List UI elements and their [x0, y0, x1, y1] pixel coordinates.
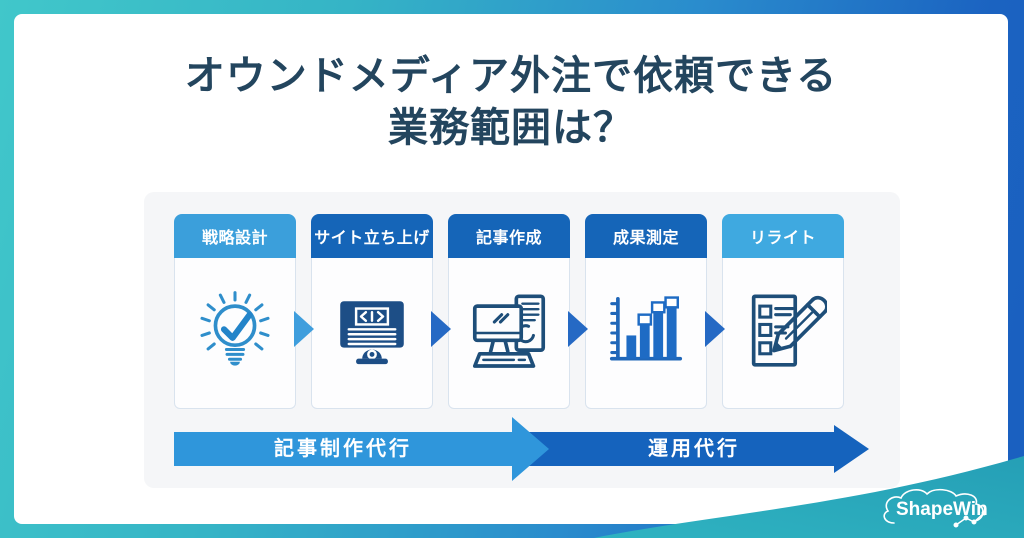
- step-article-creation-label: 記事作成: [475, 230, 542, 247]
- step-strategy: 戦略設計: [174, 214, 296, 409]
- step-results-measurement-label: 成果測定: [612, 230, 679, 247]
- step-site-launch-label: サイト立ち上げ: [314, 230, 430, 247]
- monitor-code-icon: [340, 301, 404, 365]
- range-arrows: [174, 417, 869, 481]
- article-production-range-label: 記事制作代行: [274, 438, 412, 460]
- shapewin-logo: ShapeWin: [883, 488, 988, 528]
- flow-steps-row: 戦略設計: [174, 214, 844, 409]
- step-connector-arrow-icon: [431, 311, 451, 347]
- step-rewrite-label: リライト: [749, 230, 816, 247]
- step-article-creation-header: 記事作成: [448, 214, 570, 258]
- step-rewrite: リライト: [722, 214, 844, 409]
- bar-chart-icon: [609, 296, 683, 361]
- step-rewrite-header: リライト: [722, 214, 844, 258]
- step-article-creation-body: [448, 258, 570, 409]
- logo-chart-line-icon: [953, 510, 987, 528]
- operation-range-label: 運用代行: [648, 438, 740, 460]
- step-strategy-label: 戦略設計: [201, 230, 268, 247]
- step-connector-arrow-icon: [294, 311, 314, 347]
- lightbulb-check-icon: [200, 291, 270, 366]
- step-rewrite-body: [722, 258, 844, 409]
- step-results-measurement: 成果測定: [585, 214, 707, 409]
- step-connector-arrow-icon: [705, 311, 725, 347]
- flow-panel: 戦略設計: [144, 192, 900, 488]
- step-site-launch-header: サイト立ち上げ: [311, 214, 433, 258]
- cloud-outline-icon: [883, 488, 984, 524]
- page-title-line1: オウンドメディア外注で依頼できる: [184, 54, 838, 98]
- page-title-line2: 業務範囲は？: [388, 106, 634, 150]
- page-title: オウンドメディア外注で依頼できる 業務範囲は？: [14, 14, 1008, 154]
- step-site-launch: サイト立ち上げ: [311, 214, 433, 409]
- article-production-range-arrow: [174, 417, 549, 481]
- step-article-creation: 記事作成: [448, 214, 570, 409]
- shapewin-logo-text: ShapeWin: [896, 499, 988, 520]
- content-card: オウンドメディア外注で依頼できる 業務範囲は？ 戦略設計: [14, 14, 1008, 524]
- step-results-measurement-header: 成果測定: [585, 214, 707, 258]
- operation-range-arrow: [519, 425, 869, 473]
- step-strategy-header: 戦略設計: [174, 214, 296, 258]
- step-results-measurement-body: [585, 258, 707, 409]
- step-connector-arrow-icon: [568, 311, 588, 347]
- step-site-launch-body: [311, 258, 433, 409]
- checklist-pencil-icon: [751, 294, 827, 367]
- desktop-document-icon: [472, 294, 546, 368]
- corner-swoosh-decoration: [594, 456, 1024, 538]
- step-strategy-body: [174, 258, 296, 409]
